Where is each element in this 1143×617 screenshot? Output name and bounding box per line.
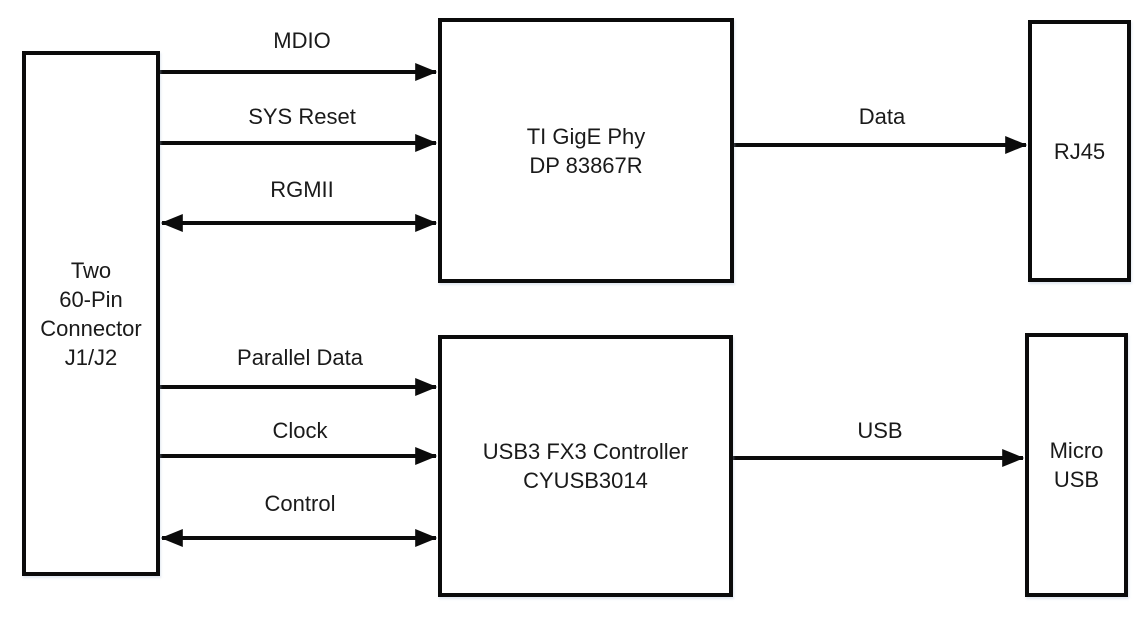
- fx3-controller-label-line: CYUSB3014: [523, 468, 648, 493]
- clock-arrow-label: Clock: [272, 418, 328, 443]
- control-arrow-label: Control: [264, 491, 336, 516]
- data-arrow-label: Data: [858, 104, 906, 129]
- connector-label-line: Two: [70, 257, 112, 283]
- connector-label-line: Connector: [40, 315, 142, 341]
- gige-phy-label-line: DP 83867R: [529, 152, 643, 178]
- fx3-controller-box: USB3 FX3 Controller CYUSB3014: [438, 335, 733, 597]
- micro-usb-label-line: Micro: [1049, 438, 1104, 463]
- mdio-arrow-label: MDIO: [273, 28, 331, 53]
- connector-label-line: J1/J2: [64, 344, 118, 370]
- connector-label-line: 60-Pin: [59, 286, 123, 312]
- usb-arrow-label: USB: [857, 418, 903, 443]
- rgmii-arrow-label: RGMII: [270, 177, 334, 202]
- sys-reset-arrow-label: SYS Reset: [248, 104, 356, 129]
- gige-phy-label-line: TI GigE Phy: [526, 123, 646, 149]
- micro-usb-label-line: USB: [1053, 467, 1100, 492]
- gige-phy-box: TI GigE Phy DP 83867R: [438, 18, 734, 283]
- parallel-data-arrow-label: Parallel Data: [237, 345, 363, 370]
- connector-box: Two 60-Pin Connector J1/J2: [22, 51, 160, 576]
- fx3-controller-label-line: USB3 FX3 Controller: [482, 439, 689, 464]
- micro-usb-box: Micro USB: [1025, 333, 1128, 597]
- rj45-label-line: RJ45: [1053, 138, 1106, 164]
- rj45-box: RJ45: [1028, 20, 1131, 282]
